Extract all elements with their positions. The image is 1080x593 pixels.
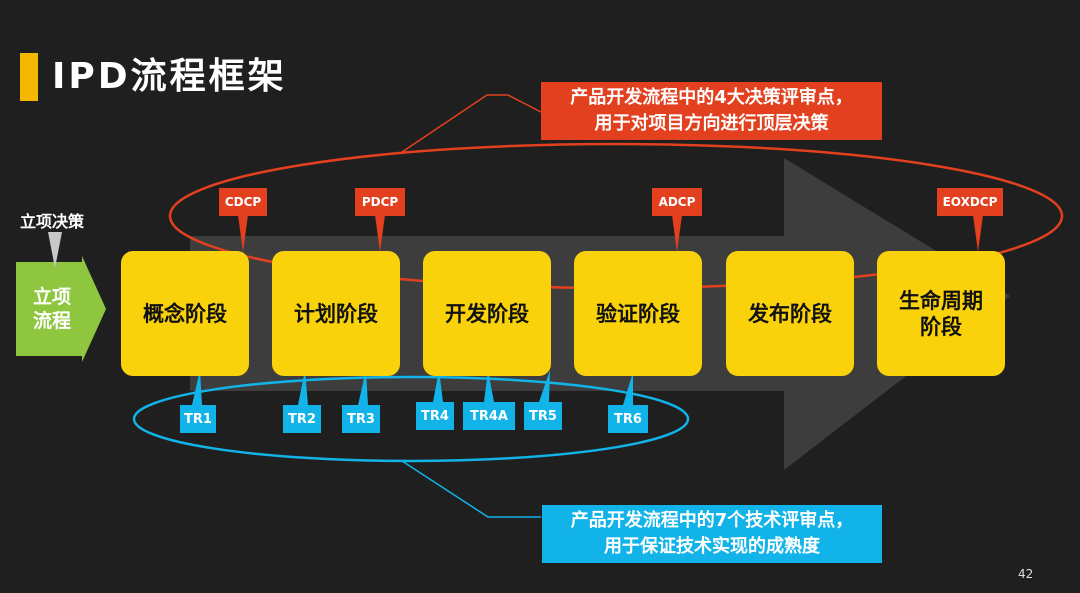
tr-badge-tr2: TR2	[283, 405, 321, 433]
decision-points-callout: 产品开发流程中的4大决策评审点， 用于对项目方向进行顶层决策	[541, 82, 882, 140]
tr6-pointer	[623, 372, 633, 405]
review-callout-line-1: 产品开发流程中的7个技术评审点，	[570, 510, 854, 531]
blue-callout-connector	[401, 460, 541, 518]
phase-release: 发布阶段	[726, 251, 854, 376]
project-decision-label: 立项决策	[20, 212, 85, 231]
phase-label: 验证阶段	[596, 301, 680, 326]
page-title: IPD流程框架	[52, 56, 287, 97]
technical-reviews-callout: 产品开发流程中的7个技术评审点， 用于保证技术实现的成熟度	[542, 505, 882, 563]
decision-callout-line-1: 产品开发流程中的4大决策评审点，	[570, 87, 853, 108]
tr3-pointer	[358, 370, 368, 405]
phase-label: 开发阶段	[445, 301, 529, 326]
phase-concept: 概念阶段	[121, 251, 249, 376]
project-initiation-box: 立项流程	[16, 262, 102, 356]
tr-badge-tr4a: TR4A	[463, 402, 515, 430]
decision-pointer	[48, 232, 62, 268]
page-number: 42	[1018, 567, 1034, 581]
tr-badge-tr4: TR4	[416, 402, 454, 430]
red-callout-connector	[401, 94, 542, 153]
phase-label: 概念阶段	[143, 301, 227, 326]
phase-label: 生命周期阶段	[899, 288, 983, 339]
eoxdcp-pointer	[973, 215, 983, 252]
technical-reviews-ellipse	[132, 375, 690, 463]
start-arrow	[16, 256, 106, 362]
phase-lifecycle: 生命周期阶段	[877, 251, 1005, 376]
dcp-badge-pdcp: PDCP	[355, 188, 405, 216]
tr1-pointer	[192, 370, 202, 405]
tr-badge-tr1: TR1	[180, 405, 216, 433]
review-callout-line-2: 用于保证技术实现的成熟度	[604, 536, 820, 557]
pdcp-pointer	[375, 215, 385, 252]
tr5-pointer	[539, 370, 550, 402]
dcp-badge-cdcp: CDCP	[219, 188, 267, 216]
dcp-badge-eoxdcp: EOXDCP	[937, 188, 1003, 216]
tr-badge-tr5: TR5	[524, 402, 562, 430]
phase-verify: 验证阶段	[574, 251, 702, 376]
dcp-badge-adcp: ADCP	[652, 188, 702, 216]
tr2-pointer	[298, 370, 308, 405]
cdcp-pointer	[238, 215, 248, 252]
project-initiation-label: 立项流程	[32, 286, 71, 332]
tr-badge-tr6: TR6	[608, 405, 648, 433]
phase-label: 计划阶段	[294, 301, 378, 326]
phase-develop: 开发阶段	[423, 251, 551, 376]
tr4a-pointer	[484, 370, 494, 402]
title-accent-bar	[20, 53, 38, 101]
decision-callout-line-2: 用于对项目方向进行顶层决策	[594, 113, 829, 134]
phase-plan: 计划阶段	[272, 251, 400, 376]
tr4-pointer	[433, 370, 443, 402]
adcp-pointer	[672, 215, 682, 252]
tr-badge-tr3: TR3	[342, 405, 380, 433]
phase-label: 发布阶段	[748, 301, 832, 326]
